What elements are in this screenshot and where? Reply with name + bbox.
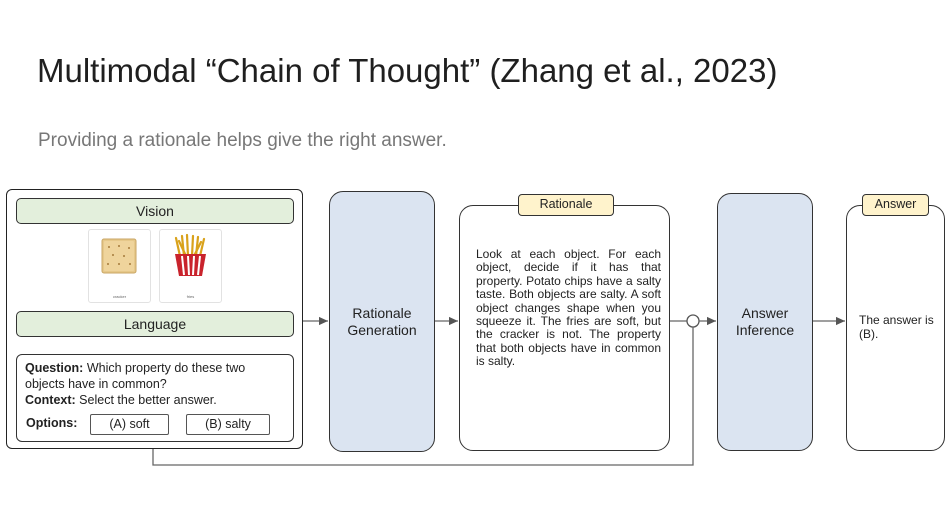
context-line: Context: Select the better answer. [25, 392, 285, 408]
context-label: Context: [25, 393, 76, 407]
skip-connection-line [152, 327, 694, 466]
junction-node [686, 314, 700, 328]
language-label: Language [16, 311, 294, 337]
rationale-text: Look at each object. For each object, de… [476, 247, 661, 369]
vision-label: Vision [16, 198, 294, 224]
rationale-tab: Rationale [518, 194, 614, 216]
answer-text: The answer is (B). [859, 313, 934, 341]
option-b: (B) salty [186, 414, 270, 435]
cracker-image [101, 238, 137, 274]
cracker-image-card: cracker [88, 229, 151, 303]
slide-subtitle: Providing a rationale helps give the rig… [38, 130, 447, 151]
question-text: Which property do these two objects have… [25, 361, 246, 391]
cracker-caption: cracker [112, 294, 127, 299]
answer-inference-label: Answer Inference [735, 305, 795, 338]
answer-box [846, 205, 945, 451]
options-label: Options: [26, 416, 78, 430]
context-text: Select the better answer. [75, 393, 217, 407]
rationale-generation-block: Rationale Generation [329, 191, 435, 452]
fries-image [174, 233, 206, 276]
rationale-generation-label: Rationale Generation [347, 304, 417, 338]
answer-tab: Answer [862, 194, 929, 216]
question-line: Question: Which property do these two ob… [25, 360, 285, 392]
question-label: Question: [25, 361, 84, 375]
fries-image-card: fries [159, 229, 222, 303]
rationale-box [459, 205, 670, 451]
answer-inference-block: Answer Inference [717, 193, 813, 451]
option-a: (A) soft [90, 414, 169, 435]
slide-title: Multimodal “Chain of Thought” (Zhang et … [37, 52, 778, 89]
fries-caption: fries [186, 294, 195, 299]
